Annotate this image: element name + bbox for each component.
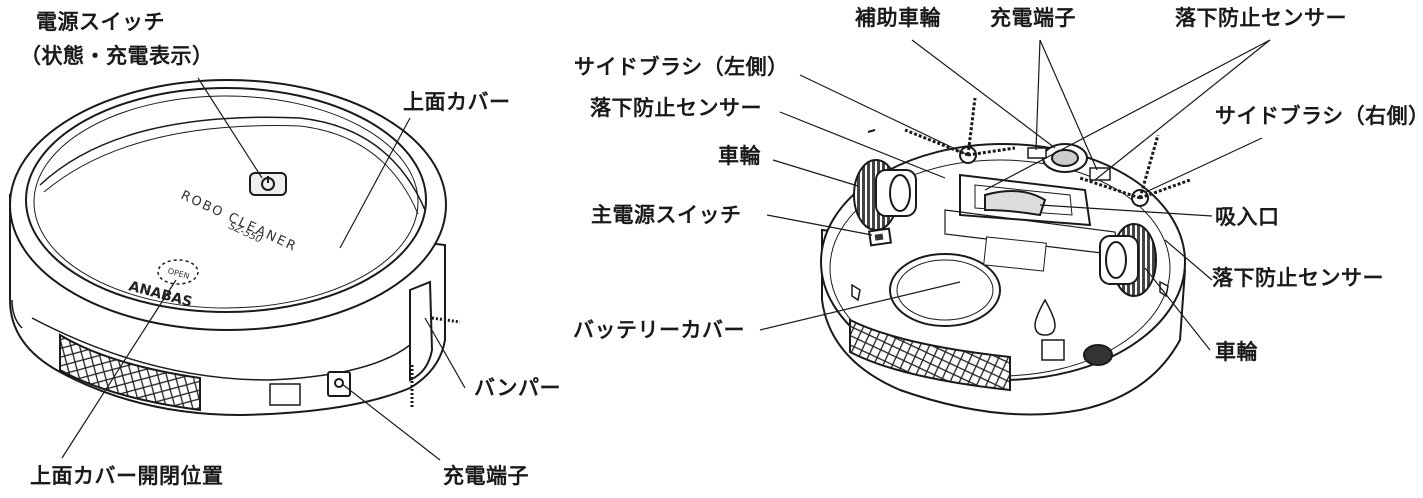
serial-plate <box>983 236 1047 272</box>
leader-lines <box>61 39 1271 461</box>
open-mark-circle <box>157 259 199 285</box>
label-bumper: バンパー <box>474 376 562 400</box>
label-wheel-left: 車輪 <box>718 144 761 168</box>
label-charging-terminal-top: 充電端子 <box>443 464 529 488</box>
leader-battery-cover <box>759 281 961 331</box>
suction-port-shape <box>984 190 1047 217</box>
label-power-switch-line1: 電源スイッチ <box>36 10 165 34</box>
charging-terminal-2 <box>1089 167 1111 181</box>
leader-charging-terminals-a <box>1035 39 1041 151</box>
label-top-cover-open-position: 上面カバー開閉位置 <box>30 464 224 488</box>
label-top-cover: 上面カバー <box>403 90 511 114</box>
label-fall-sensor-right: 落下防止センサー <box>1212 266 1384 290</box>
label-auxiliary-wheel: 補助車輪 <box>855 6 941 30</box>
label-power-switch-line2: （状態・充電表示） <box>20 44 214 68</box>
label-fall-sensor-top: 落下防止センサー <box>1175 6 1347 30</box>
leader-bumper <box>424 317 466 389</box>
label-side-brush-left: サイドブラシ（左側） <box>574 55 789 79</box>
leader-fall-sensor-right <box>1164 239 1213 281</box>
top-view-robot: ROBO CLEANER SZ-550 OPEN ANABAS <box>9 79 461 417</box>
power-button-housing <box>249 172 287 196</box>
side-vent <box>1083 344 1113 366</box>
leader-main-power <box>766 214 873 236</box>
battery-cover-shape <box>889 253 1001 327</box>
leader-fall-sensor-top-a <box>1094 39 1271 181</box>
bottom-front-grille <box>849 318 1011 392</box>
charging-terminal-1 <box>1027 147 1047 159</box>
bottom-view-robot <box>820 97 1191 416</box>
leader-charging-terminal-top <box>341 383 441 461</box>
leader-side-brush-left <box>799 74 969 156</box>
label-suction-port: 吸入口 <box>1215 205 1280 229</box>
leader-top-cover <box>339 117 411 249</box>
label-side-brush-right: サイドブラシ（右側） <box>1215 104 1423 128</box>
leader-power-switch <box>197 77 263 179</box>
leader-fall-sensor-top-b <box>984 39 1271 191</box>
right-side-brush <box>1079 134 1191 207</box>
label-main-power-switch: 主電源スイッチ <box>591 203 742 227</box>
leader-wheel-left <box>772 159 859 187</box>
label-fall-sensor-left: 落下防止センサー <box>590 96 762 120</box>
label-charging-terminals: 充電端子 <box>990 6 1076 30</box>
label-battery-cover: バッテリーカバー <box>573 318 745 342</box>
leader-fall-sensor-left <box>779 111 946 179</box>
right-wheel <box>1099 223 1157 297</box>
left-wheel <box>853 159 917 231</box>
leader-aux-wheel <box>911 39 1056 149</box>
leader-top-cover-open <box>61 279 177 459</box>
front-grille <box>59 333 201 412</box>
leader-charging-terminals-b <box>1039 39 1098 171</box>
leader-side-brush-right <box>1145 137 1263 193</box>
bumper-shell <box>409 280 434 382</box>
leader-suction-port <box>1039 204 1213 217</box>
leader-wheel-right <box>1144 267 1211 351</box>
label-wheel-right: 車輪 <box>1215 340 1258 364</box>
top-cover-surface <box>25 87 427 313</box>
